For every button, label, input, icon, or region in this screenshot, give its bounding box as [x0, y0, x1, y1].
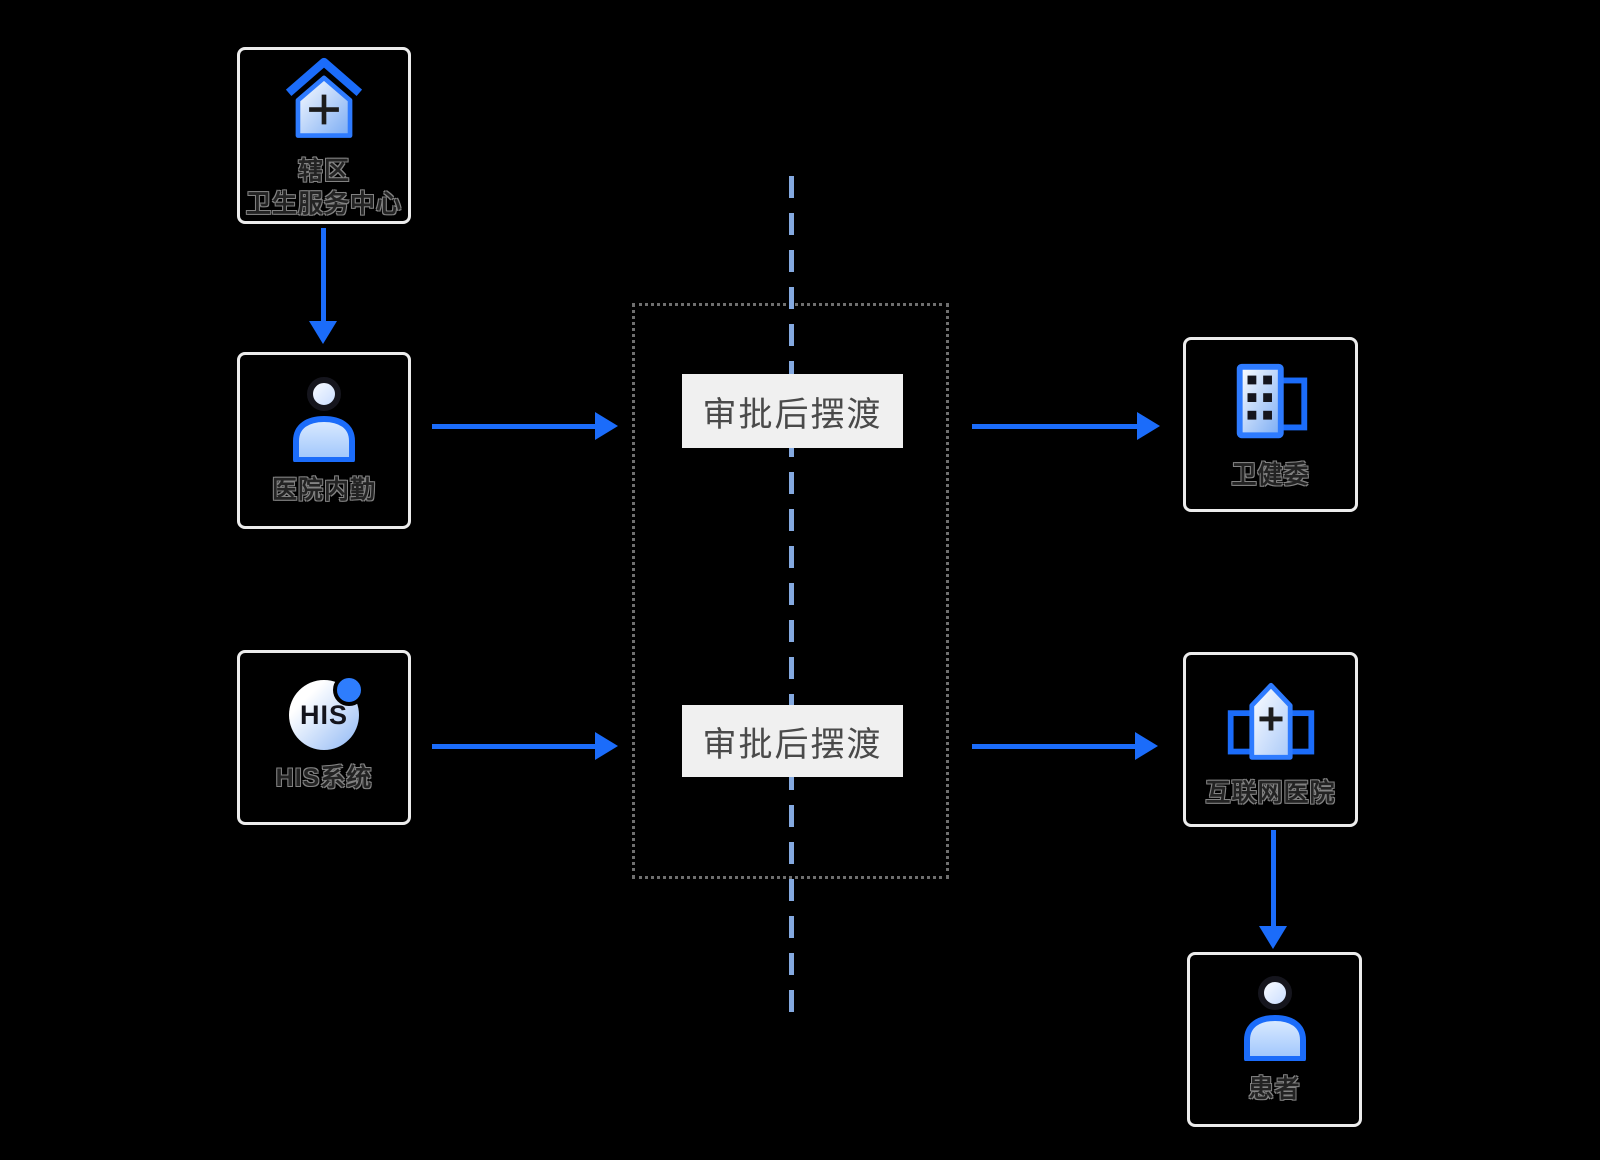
internet-hospital-icon	[1227, 682, 1314, 760]
network-boundary-dashed-line	[789, 176, 794, 1012]
his-icon-text: HIS	[299, 699, 348, 730]
node-label: 辖区 卫生服务中心	[245, 157, 402, 218]
node-label: 患者	[1248, 1075, 1301, 1103]
node-label: 医院内勤	[271, 476, 376, 504]
node-district-health-center: 辖区 卫生服务中心	[237, 47, 411, 224]
person-icon	[1243, 976, 1306, 1061]
hospital-house-icon	[285, 57, 363, 138]
person-icon	[293, 377, 355, 462]
his-icon-badge-dot	[333, 674, 365, 706]
node-label: 互联网医院	[1205, 779, 1336, 807]
node-hospital-internal-staff: 医院内勤	[237, 352, 411, 529]
his-system-icon: HIS	[289, 674, 365, 750]
node-health-commission: 卫健委	[1183, 337, 1358, 512]
node-internet-hospital: 互联网医院	[1183, 652, 1358, 827]
ferry-label-row1: 审批后摆渡	[682, 374, 903, 448]
node-patient: 患者	[1187, 952, 1362, 1127]
building-icon	[1236, 363, 1307, 439]
node-his-system: HIS HIS系统	[237, 650, 411, 825]
node-label: HIS系统	[275, 764, 373, 792]
node-label: 卫健委	[1231, 461, 1310, 489]
ferry-label-row2: 审批后摆渡	[682, 705, 903, 777]
